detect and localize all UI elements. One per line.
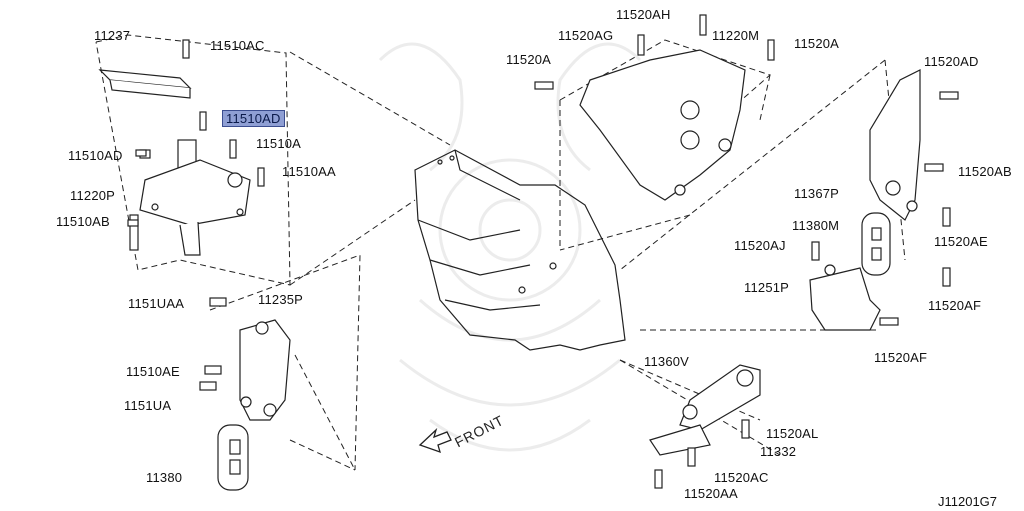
insulator-11380 — [217, 424, 249, 491]
front-arrow — [418, 427, 452, 454]
label-11380: 11380 — [146, 470, 183, 485]
engine-block — [414, 149, 626, 351]
label-11520a-left: 11520A — [506, 52, 552, 67]
label-11520ae: 11520AE — [934, 234, 988, 249]
insulator-11380m — [861, 212, 891, 276]
label-11367p: 11367P — [794, 186, 840, 201]
label-11520ad: 11520AD — [924, 54, 979, 69]
label-11520af-b: 11520AF — [874, 350, 928, 365]
label-11510ac: 11510AC — [210, 38, 265, 53]
label-11520ac: 11520AC — [714, 470, 769, 485]
label-11510ae: 11510AE — [126, 364, 180, 379]
label-11520al: 11520AL — [766, 426, 819, 441]
label-11380m: 11380M — [792, 218, 840, 233]
torque-rod-11360v — [649, 364, 761, 489]
label-11510aa: 11510AA — [282, 164, 336, 179]
bracket-11235p — [199, 297, 291, 421]
label-11520aj: 11520AJ — [734, 238, 786, 253]
label-11332: 11332 — [760, 444, 797, 459]
bracket-11251p — [809, 241, 899, 331]
label-11237: 11237 — [94, 28, 131, 43]
fasteners-left — [127, 149, 147, 227]
label-1151ua: 1151UA — [124, 398, 172, 413]
label-11235p: 11235P — [258, 292, 304, 307]
mount-11220p — [98, 39, 265, 256]
label-11510ad-highlighted[interactable]: 11510AD — [222, 110, 285, 127]
label-11520ab: 11520AB — [958, 164, 1012, 179]
label-11520a-top: 11520A — [794, 36, 840, 51]
diagram-code: J11201G7 — [938, 494, 998, 509]
label-11510a: 11510A — [256, 136, 302, 151]
label-11510ab: 11510AB — [56, 214, 110, 229]
label-11510ad: 11510AD — [68, 148, 123, 163]
mount-11220m — [534, 14, 775, 201]
label-11360v: 11360V — [644, 354, 690, 369]
label-11220m: 11220M — [712, 28, 760, 43]
label-11520ag: 11520AG — [558, 28, 614, 43]
bracket-11367p — [869, 69, 959, 287]
label-1151uaa: 1151UAA — [128, 296, 185, 311]
label-11520af-a: 11520AF — [928, 298, 982, 313]
label-11251p: 11251P — [744, 280, 790, 295]
label-11220p: 11220P — [70, 188, 116, 203]
label-11520ah: 11520AH — [616, 7, 671, 22]
label-11520aa: 11520AA — [684, 486, 738, 501]
